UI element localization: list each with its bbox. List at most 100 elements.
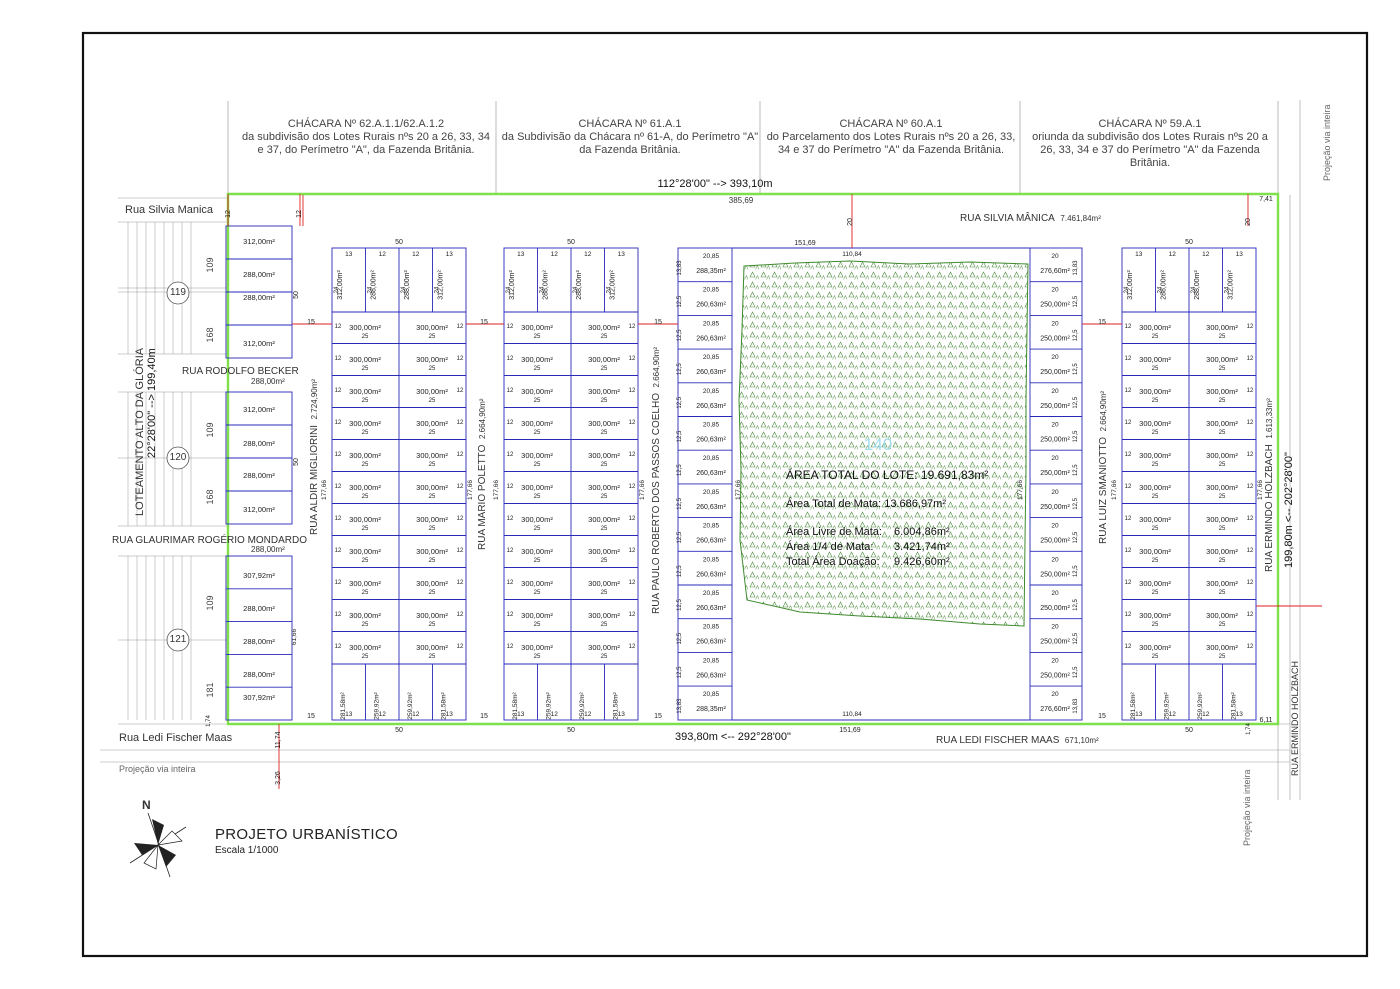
lot-label: 260,63m² xyxy=(696,369,726,376)
lot-label: 12 xyxy=(507,644,514,650)
lot-label: 12,5 xyxy=(677,497,683,509)
lot-label: 12 xyxy=(457,612,464,618)
lot-label: 25 xyxy=(534,366,541,372)
lot-label: 24 xyxy=(573,286,579,293)
lot-label: 12 xyxy=(507,516,514,522)
lot-label: 288,00m² xyxy=(243,293,275,302)
lot-label: 50 xyxy=(293,291,300,299)
street-silvia-area: 7.461,84m² xyxy=(1060,214,1101,223)
lot-label: 12,5 xyxy=(1073,363,1079,375)
lot-label: 25 xyxy=(601,398,608,404)
lot-label: 288,00m² xyxy=(542,270,549,300)
lot-label: 12 xyxy=(629,612,636,618)
lot-label: 12 xyxy=(507,580,514,586)
lot-label: 25 xyxy=(429,526,436,532)
lot-label: 12 xyxy=(296,210,303,218)
area-quarto-label: Área 1/4 de Mata: xyxy=(786,541,874,553)
lot-label: 25 xyxy=(362,526,369,532)
street-ermindo-name: RUA ERMINDO HOLZBACH xyxy=(1264,444,1275,572)
lot-label: 177,66 xyxy=(735,480,742,500)
lot-label: 300,00m² xyxy=(1139,579,1171,588)
lot-label: 300,00m² xyxy=(416,483,448,492)
lot-label: 20 xyxy=(1051,556,1059,563)
lot-label: 12 xyxy=(457,484,464,490)
lot-label: 25 xyxy=(1152,462,1159,468)
lot-label: 300,00m² xyxy=(416,611,448,620)
lot-label: 20,85 xyxy=(703,657,720,664)
lot-label: 20,85 xyxy=(703,624,720,631)
lot-label: 312,00m² xyxy=(243,505,275,514)
lot-label: 288,35m² xyxy=(696,268,726,275)
lot-label: 12 xyxy=(1247,612,1254,618)
street-mario-area: 2.664,90m² xyxy=(478,398,487,440)
chacara-61: CHÁCARA Nº 61.A.1 da Subdivisão da Cháca… xyxy=(500,118,760,157)
street-mario: RUA MARIO POLETTO 2.664,90m² xyxy=(477,399,488,550)
lot-label: 300,00m² xyxy=(588,515,620,524)
lot-label: 24 xyxy=(607,286,613,293)
lot-label: 12,5 xyxy=(1073,666,1079,678)
lot-label: 20 xyxy=(1051,489,1059,496)
lot-label: 13 xyxy=(517,251,525,258)
lot-label: 12 xyxy=(1125,452,1132,458)
lot-label: 12,5 xyxy=(677,396,683,408)
lot-label: 25 xyxy=(1219,526,1226,532)
lot-label: 25 xyxy=(429,590,436,596)
street-aldir-name: RUA ALDIR MIGLIORINI xyxy=(309,424,320,535)
lot-label: 20 xyxy=(1051,388,1059,395)
lot-label: 20,85 xyxy=(703,590,720,597)
lot-label: 20 xyxy=(1051,523,1059,530)
lot-label: 259,92m² xyxy=(579,691,586,719)
lot-label: 260,63m² xyxy=(696,605,726,612)
lot-label: 20,85 xyxy=(703,388,720,395)
lot-label: 25 xyxy=(362,398,369,404)
lot-label: 300,00m² xyxy=(416,515,448,524)
bearing-left: 22°28'00" --> 199,40m xyxy=(146,348,158,458)
lot-label: 50 xyxy=(567,727,575,734)
lot-label: 25 xyxy=(429,494,436,500)
lot-label: 288,00m² xyxy=(404,270,411,300)
lot-label: 20,85 xyxy=(703,287,720,294)
lot-label: 12,5 xyxy=(1073,497,1079,509)
lot-label: 300,00m² xyxy=(416,355,448,364)
lot-label: 250,00m² xyxy=(1040,403,1070,410)
street-glaurimar-area: 288,00m² xyxy=(251,545,285,554)
lot-label: 12 xyxy=(335,580,342,586)
lot-label: 20,85 xyxy=(703,253,720,260)
north-label: N xyxy=(142,798,151,812)
lot-label: 25 xyxy=(601,462,608,468)
lot-label: 25 xyxy=(534,654,541,660)
lot-label: 12 xyxy=(507,324,514,330)
lot-label: 281,58m² xyxy=(512,691,519,719)
lot-label: 20,85 xyxy=(703,422,720,429)
lot-label: 24 xyxy=(1191,286,1197,293)
lot-lines xyxy=(225,225,1257,721)
lot-label: 12 xyxy=(629,516,636,522)
lot-label: 25 xyxy=(534,462,541,468)
lot-label: 250,00m² xyxy=(1040,639,1070,646)
lot-label: 25 xyxy=(1152,398,1159,404)
loteamento-block-119: 119 xyxy=(170,287,186,298)
lot-label: 25 xyxy=(1219,590,1226,596)
header-dividers xyxy=(227,101,1279,193)
lot-label: 300,00m² xyxy=(588,323,620,332)
lot-label: 300,00m² xyxy=(349,547,381,556)
lot-label: 300,00m² xyxy=(349,611,381,620)
lot-label: 12 xyxy=(629,324,636,330)
chacara-62-desc: da subdivisão dos Lotes Rurais nºs 20 a … xyxy=(242,131,491,156)
lot-label: 25 xyxy=(1152,494,1159,500)
lot-label: 12,5 xyxy=(677,430,683,442)
lot-label: 12 xyxy=(379,711,387,718)
lot-label: 260,63m² xyxy=(696,639,726,646)
lot-label: 20 xyxy=(1051,590,1059,597)
project-title: PROJETO URBANÍSTICO xyxy=(215,826,398,843)
chacara-62: CHÁCARA Nº 62.A.1.1/62.A.1.2 da subdivis… xyxy=(242,118,490,157)
lot-label: 25 xyxy=(601,494,608,500)
lot-label: 300,00m² xyxy=(1206,483,1238,492)
lot-label: 110,84 xyxy=(842,251,862,258)
lot-label: 12 xyxy=(1169,251,1177,258)
area-quarto-row: Área 1/4 de Mata:3.421,74m² xyxy=(786,541,988,553)
lot-label: 25 xyxy=(534,590,541,596)
lot-label: 177,66 xyxy=(1017,480,1024,500)
lot-label: 288,00m² xyxy=(576,270,583,300)
lot-label: 25 xyxy=(601,430,608,436)
